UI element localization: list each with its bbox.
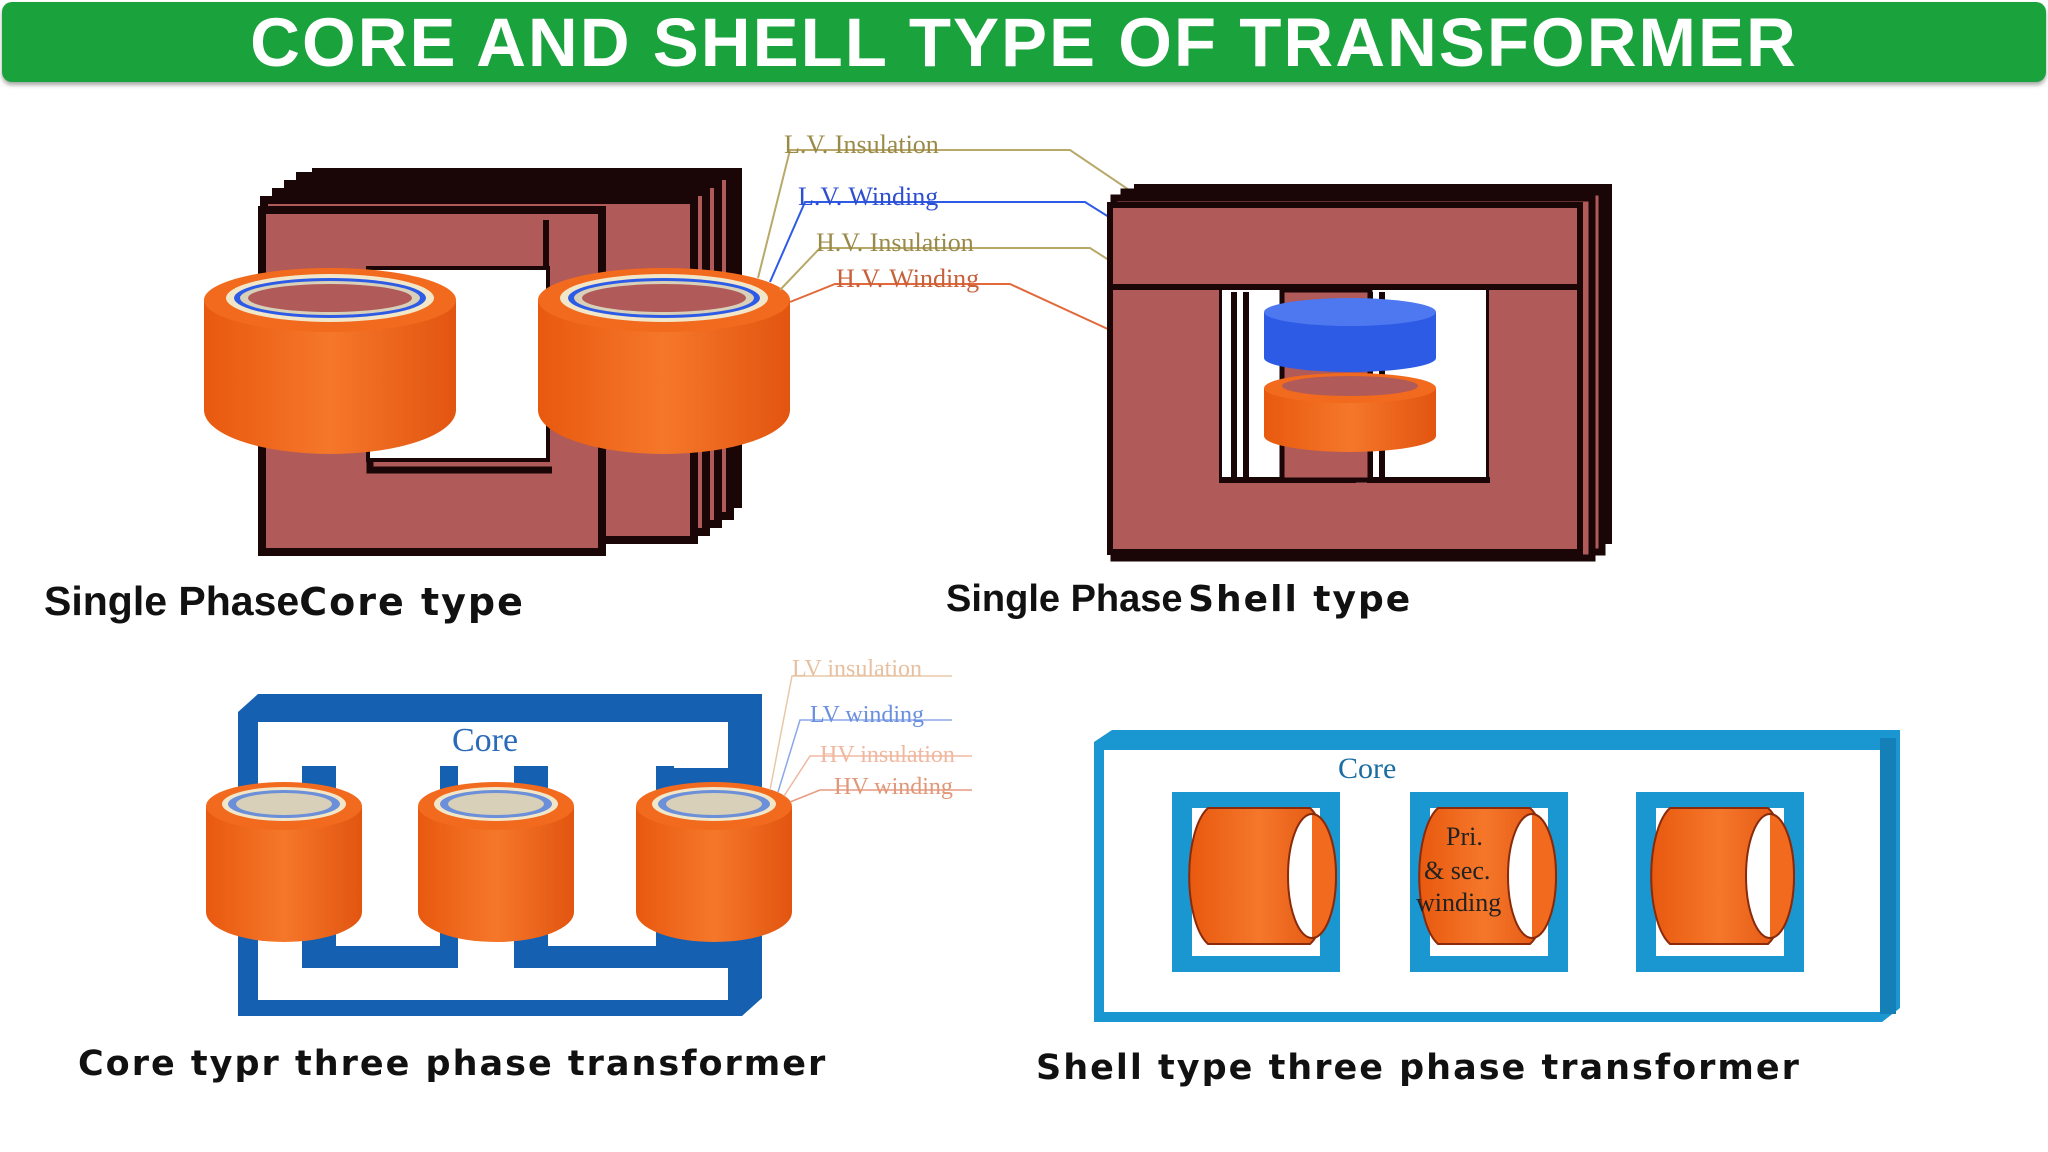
single-phase-shell-diagram [1107, 184, 1612, 562]
shell-winding-1 [1188, 807, 1338, 945]
tp-shell-winding-label-3: winding [1416, 888, 1502, 917]
caption-sp-shell-part2: Shell type [1188, 579, 1413, 620]
sp-core-hv-insulation-label: H.V. Insulation [816, 228, 974, 257]
caption-three-phase-core: Core typr three phase transformer [78, 1044, 828, 1084]
tp-core-hv-winding-label: HV winding [834, 774, 953, 800]
three-phase-coil-2 [418, 782, 574, 942]
sp-core-lv-winding-label: L.V. Winding [798, 182, 939, 211]
three-phase-coil-3 [636, 782, 792, 942]
shell-winding-2 [1418, 807, 1558, 945]
three-phase-core-diagram [206, 675, 972, 1016]
sp-core-hv-winding-label: H.V. Winding [836, 264, 980, 293]
core-left-coil [204, 268, 456, 454]
caption-sp-core-part1: Single Phase [44, 578, 300, 624]
sp-core-lv-insulation-label: L.V. Insulation [784, 130, 939, 159]
tp-shell-winding-label-1: Pri. [1446, 822, 1483, 851]
caption-sp-shell-part1: Single Phase [946, 578, 1183, 620]
caption-single-phase-shell: Single Phase Shell type [946, 578, 1412, 621]
caption-single-phase-core: Single PhaseCore type [44, 578, 525, 625]
tp-shell-core-label: Core [1338, 752, 1397, 785]
core-right-coil [538, 268, 790, 454]
shell-winding-3 [1650, 807, 1796, 945]
tp-core-hv-insulation-label: HV insulation [820, 742, 955, 768]
single-phase-core-diagram [204, 149, 1281, 556]
caption-sp-core-part2: Core type [299, 580, 525, 624]
tp-core-lv-winding-label: LV winding [810, 702, 925, 728]
page-title: CORE AND SHELL TYPE OF TRANSFORMER [250, 3, 1798, 81]
three-phase-shell-diagram [1094, 730, 1900, 1022]
tp-core-lv-insulation-label: LV insulation [792, 656, 923, 682]
tp-shell-winding-label-2: & sec. [1424, 856, 1491, 885]
caption-three-phase-shell: Shell type three phase transformer [1036, 1048, 1801, 1088]
three-phase-leader-lines [769, 675, 972, 803]
three-phase-coil-1 [206, 782, 362, 942]
title-banner: CORE AND SHELL TYPE OF TRANSFORMER [2, 2, 2046, 82]
tp-core-core-label: Core [452, 722, 519, 759]
